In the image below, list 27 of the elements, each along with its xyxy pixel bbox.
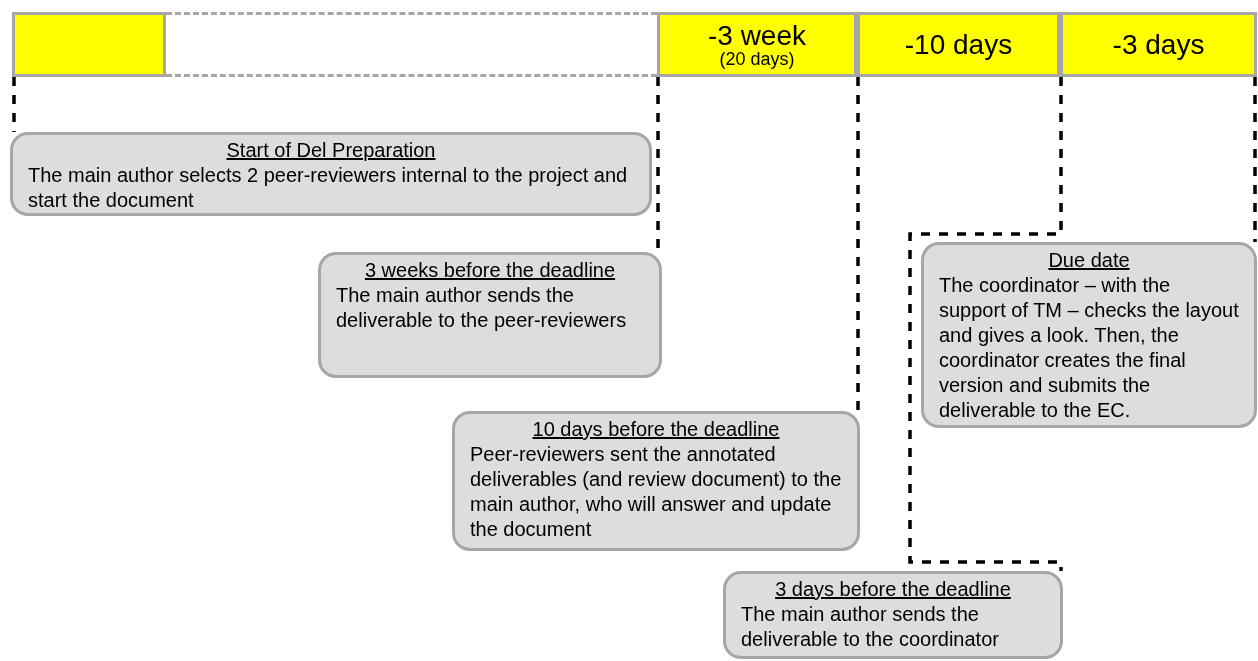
milestone-heading: 3 weeks before the deadline — [363, 258, 617, 283]
milestone-box — [723, 571, 1063, 659]
milestone-heading: 10 days before the deadline — [531, 417, 781, 442]
milestone-heading: 3 days before the deadline — [774, 577, 1012, 602]
milestone-description: The main author sends the deliverable to the peer-reviewers — [336, 283, 628, 333]
period-sublabel: (20 days) — [719, 49, 795, 68]
timeline-period-box — [12, 12, 166, 77]
dashed-timeline-line — [908, 77, 1063, 571]
period-label: -3 days — [1112, 30, 1205, 59]
milestone-box — [10, 132, 652, 216]
timeline-period-box — [1060, 12, 1257, 77]
dashed-timeline-line — [12, 77, 16, 132]
milestone-description: The coordinator – with the support of TM – checks the layout and gives a look. Then, the coordinator creates the final version and submits the deliverable to the EC. — [939, 273, 1239, 423]
timeline-period-box — [857, 12, 1060, 77]
milestone-description: Peer-reviewers sent the annotated deliverables (and review document) to the main author, who will answer and update the document — [470, 442, 842, 542]
milestone-box — [921, 242, 1257, 428]
milestone-description: The main author sends the deliverable to the coordinator — [741, 602, 1000, 652]
timeline-period-box — [657, 12, 857, 77]
dashed-timeline-line — [856, 77, 860, 411]
period-label: -3 week — [707, 21, 806, 50]
milestone-box — [318, 252, 662, 378]
milestone-box — [452, 411, 860, 551]
period-label: -10 days — [904, 30, 1013, 59]
milestone-heading: Start of Del Preparation — [225, 138, 437, 163]
dashed-timeline-line — [1253, 77, 1257, 242]
milestone-description: The main author selects 2 peer-reviewers internal to the project and start the document — [28, 163, 629, 213]
milestone-heading: Due date — [1047, 248, 1131, 273]
